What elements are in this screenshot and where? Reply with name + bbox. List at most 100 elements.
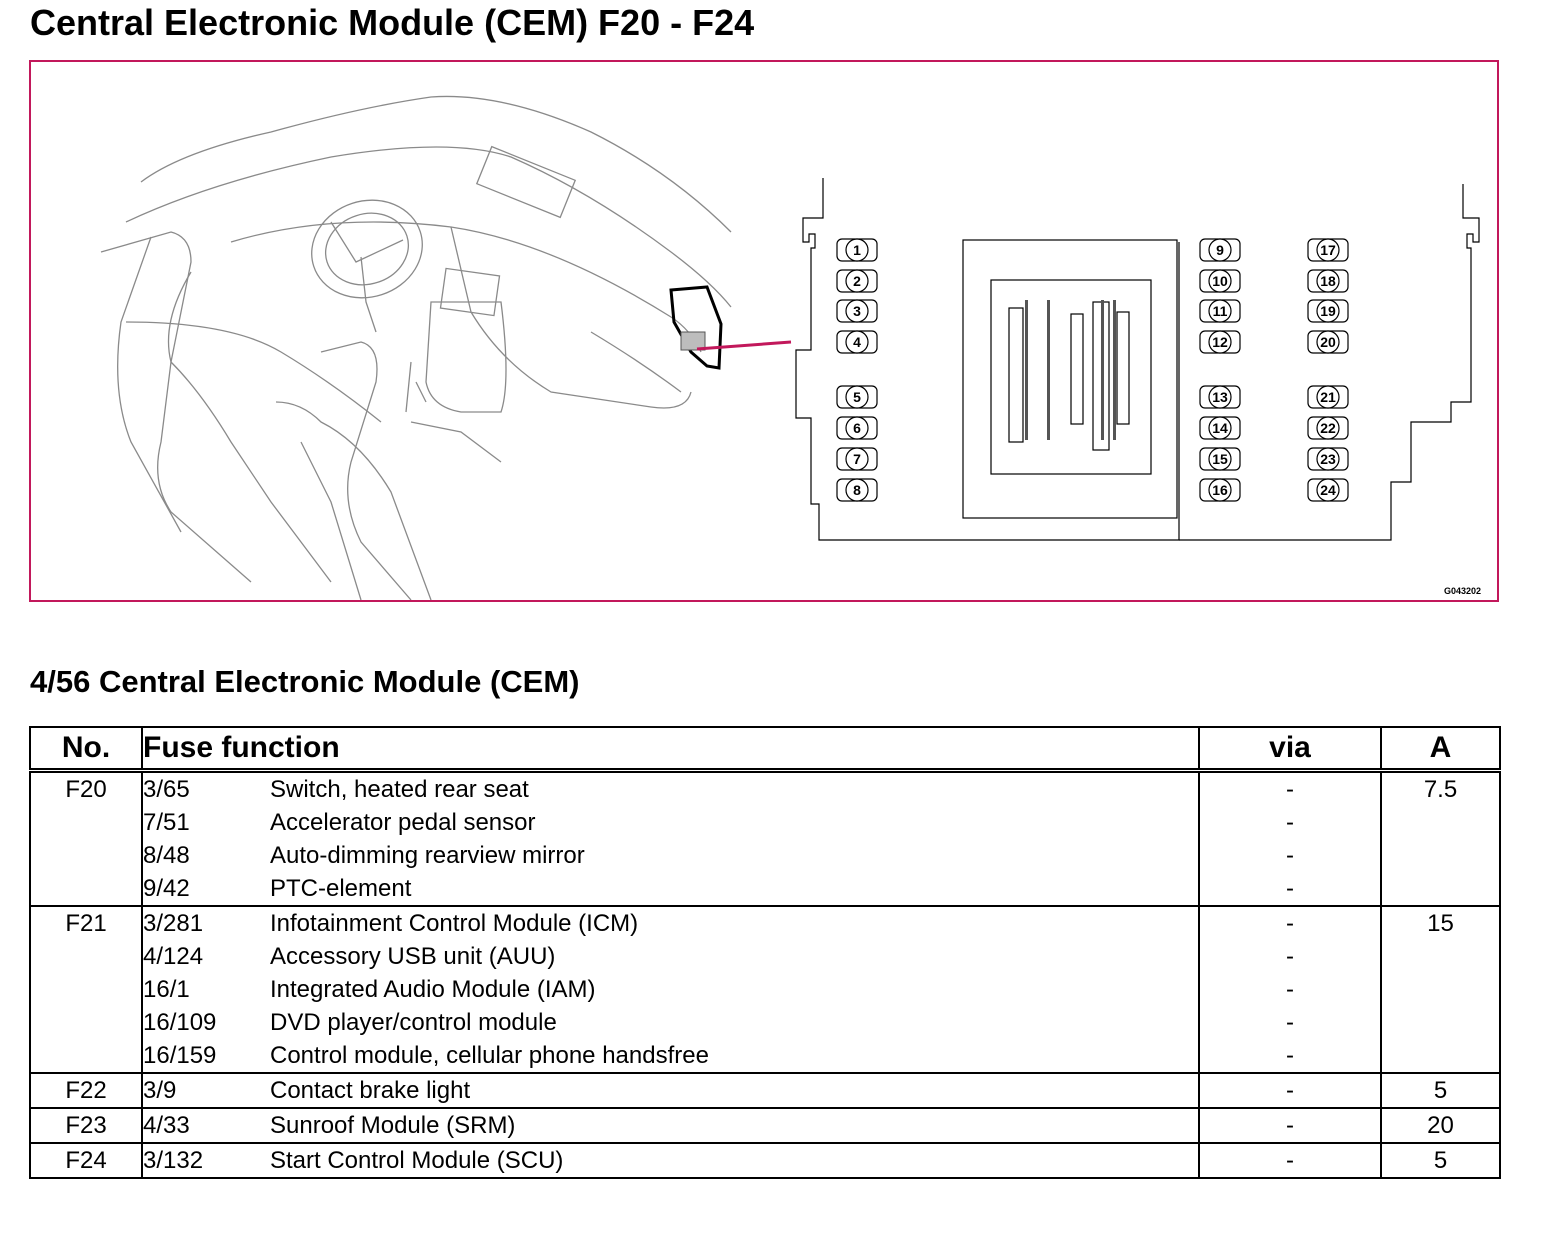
fuse-slot: 1 (836, 238, 878, 262)
via-column: - (1198, 1073, 1382, 1108)
header-function: Fuse function (141, 726, 1200, 773)
fuse-slot-label: 16 (1212, 482, 1228, 498)
via-value: - (1286, 1077, 1294, 1104)
amperage: 5 (1380, 1073, 1501, 1108)
component-ref: 3/132 (143, 1147, 204, 1174)
function-line: 3/281 Infotainment Control Module (ICM) (143, 907, 1198, 940)
header-via: via (1198, 726, 1382, 773)
via-value: - (1286, 1042, 1294, 1069)
fuse-slot-label: 1 (853, 242, 861, 258)
fuse-slot-label: 6 (853, 420, 861, 436)
component-description: Accelerator pedal sensor (270, 809, 536, 836)
fuse-slot-label: 19 (1320, 303, 1336, 319)
fuse-slot: 12 (1199, 330, 1241, 354)
fuse-slot-label: 22 (1320, 420, 1336, 436)
via-column: - (1198, 1143, 1382, 1178)
fuse-slot-label: 14 (1212, 420, 1228, 436)
fuse-slot-label: 13 (1212, 389, 1228, 405)
fuse-functions: 4/33 Sunroof Module (SRM) (141, 1108, 1200, 1143)
function-line: 3/132 Start Control Module (SCU) (143, 1144, 1198, 1177)
fuse-slot: 8 (836, 478, 878, 502)
fuse-slot-label: 12 (1212, 334, 1228, 350)
fuse-slot: 19 (1307, 299, 1349, 323)
fuse-slot-label: 23 (1320, 451, 1336, 467)
fuse-functions: 3/132 Start Control Module (SCU) (141, 1143, 1200, 1178)
component-description: Integrated Audio Module (IAM) (270, 976, 596, 1003)
via-value: - (1286, 910, 1294, 937)
fuse-slot: 13 (1199, 385, 1241, 409)
via-value: - (1286, 943, 1294, 970)
fuse-slot-label: 2 (853, 273, 861, 289)
component-ref: 3/65 (143, 776, 190, 803)
fuse-slot: 6 (836, 416, 878, 440)
fuse-slot: 4 (836, 330, 878, 354)
fuse-box-outline (795, 178, 1480, 541)
fuse-slot: 24 (1307, 478, 1349, 502)
component-ref: 7/51 (143, 809, 190, 836)
fuse-slot-label: 10 (1212, 273, 1228, 289)
page-title: Central Electronic Module (CEM) F20 - F2… (30, 2, 755, 43)
cem-location-marker (669, 285, 723, 370)
via-value: - (1286, 842, 1294, 869)
connector-pins (1025, 300, 1116, 440)
fuse-slot: 18 (1307, 269, 1349, 293)
component-description: Infotainment Control Module (ICM) (270, 910, 639, 937)
component-ref: 4/33 (143, 1112, 190, 1139)
fuse-slot-label: 15 (1212, 451, 1228, 467)
table-title: 4/56 Central Electronic Module (CEM) (30, 664, 580, 699)
fuse-slot: 9 (1199, 238, 1241, 262)
component-ref: 4/124 (143, 943, 204, 970)
component-description: Control module, cellular phone handsfree (270, 1042, 709, 1069)
function-line: 4/33 Sunroof Module (SRM) (143, 1109, 1198, 1142)
fuse-slot: 7 (836, 447, 878, 471)
component-description: Sunroof Module (SRM) (270, 1112, 516, 1139)
fuse-slot: 21 (1307, 385, 1349, 409)
component-ref: 16/109 (143, 1009, 217, 1036)
via-column: ---- (1198, 770, 1382, 906)
header-no: No. (29, 726, 143, 773)
component-ref: 9/42 (143, 875, 190, 902)
pointer-line (696, 340, 792, 351)
fuse-number: F22 (29, 1073, 143, 1108)
fuse-slot: 3 (836, 299, 878, 323)
component-ref: 8/48 (143, 842, 190, 869)
fuse-slot: 10 (1199, 269, 1241, 293)
fuse-slot: 20 (1307, 330, 1349, 354)
component-ref: 3/281 (143, 910, 204, 937)
function-line: 9/42 PTC-element (143, 872, 1198, 905)
amperage: 20 (1380, 1108, 1501, 1143)
via-value: - (1286, 809, 1294, 836)
table-header-row: No. Fuse function via A (29, 726, 1501, 773)
figure-code: G043202 (1443, 586, 1481, 596)
fuse-number: F20 (29, 770, 143, 906)
car-interior-illustration (100, 95, 732, 600)
fuse-number: F24 (29, 1143, 143, 1178)
fuse-functions: 3/281 Infotainment Control Module (ICM) 4/… (141, 906, 1200, 1073)
function-line: 4/124 Accessory USB unit (AUU) (143, 940, 1198, 973)
fuse-slot-label: 21 (1320, 389, 1336, 405)
fuse-slot-label: 18 (1320, 273, 1336, 289)
via-value: - (1286, 776, 1294, 803)
fuse-slot-label: 24 (1320, 482, 1336, 498)
fuse-slot: 15 (1199, 447, 1241, 471)
fuse-slot-label: 11 (1213, 303, 1228, 319)
component-description: Accessory USB unit (AUU) (270, 943, 556, 970)
component-description: Contact brake light (270, 1077, 471, 1104)
fuse-slot-label: 5 (853, 389, 861, 405)
component-description: PTC-element (270, 875, 412, 902)
component-description: Start Control Module (SCU) (270, 1147, 564, 1174)
fuse-number: F23 (29, 1108, 143, 1143)
fuse-slot: 11 (1199, 299, 1241, 323)
